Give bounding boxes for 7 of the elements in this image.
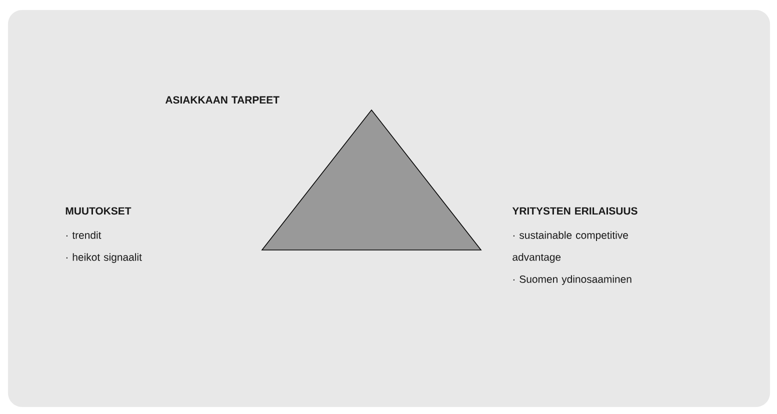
heading: YRITYSTEN ERILAISUUS bbox=[512, 207, 638, 215]
heading: ASIAKKAAN TARPEET bbox=[165, 96, 280, 104]
bullet-item: · trendit bbox=[66, 231, 102, 239]
bullet-item: · Suomen ydinosaaminen bbox=[513, 275, 632, 285]
heading: MUUTOKSET bbox=[66, 207, 132, 215]
bullet-item: · sustainable competitive advantage bbox=[512, 231, 628, 263]
bullet-item: · heikot signaalit bbox=[66, 253, 142, 263]
